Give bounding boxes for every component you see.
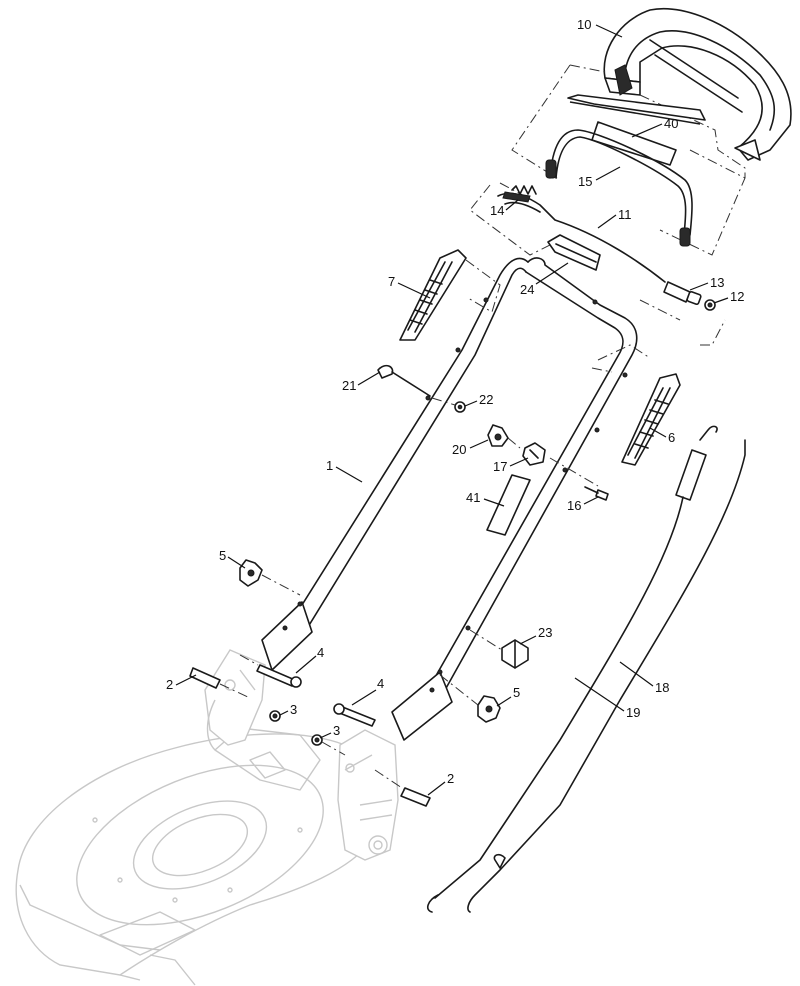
svg-text:5: 5 <box>219 548 226 563</box>
svg-text:3: 3 <box>333 723 340 738</box>
svg-text:13: 13 <box>710 275 724 290</box>
callout-15: 15 <box>578 166 621 189</box>
svg-text:15: 15 <box>578 174 592 189</box>
svg-text:5: 5 <box>513 685 520 700</box>
cable-retainer <box>522 442 546 466</box>
connector-clip <box>704 299 716 311</box>
svg-text:3: 3 <box>290 702 297 717</box>
callout-5-upper: 5 <box>219 548 246 569</box>
callout-18: 18 <box>619 661 669 695</box>
handle-cover <box>547 234 601 271</box>
callout-2-left: 2 <box>166 674 197 692</box>
callout-5-lower: 5 <box>496 685 520 707</box>
control-rod <box>497 191 666 283</box>
callout-2-right: 2 <box>427 771 454 796</box>
svg-text:6: 6 <box>668 430 675 445</box>
bail-handle <box>603 8 792 161</box>
svg-text:22: 22 <box>479 392 493 407</box>
svg-text:23: 23 <box>538 625 552 640</box>
grip-pad <box>567 94 706 125</box>
right-handle-bracket <box>337 729 399 861</box>
svg-text:24: 24 <box>520 282 534 297</box>
callout-20: 20 <box>452 439 489 457</box>
svg-text:40: 40 <box>664 116 678 131</box>
cable-guide-right <box>591 344 681 466</box>
control-cable-long <box>467 439 746 913</box>
callout-13: 13 <box>689 275 724 291</box>
callout-23: 23 <box>519 625 552 645</box>
callout-17: 17 <box>493 457 529 474</box>
svg-text:20: 20 <box>452 442 466 457</box>
svg-text:41: 41 <box>466 490 480 505</box>
callout-6: 6 <box>649 427 675 445</box>
callout-7: 7 <box>388 274 431 299</box>
callout-14: 14 <box>490 199 519 218</box>
svg-text:2: 2 <box>166 677 173 692</box>
callout-4-left: 4 <box>295 645 324 674</box>
svg-text:16: 16 <box>567 498 581 513</box>
handle-sleeve <box>486 474 531 536</box>
callout-41: 41 <box>466 490 505 507</box>
cable-connector <box>663 281 702 305</box>
handle-knob-left <box>239 559 301 596</box>
svg-text:14: 14 <box>490 203 504 218</box>
svg-text:21: 21 <box>342 378 356 393</box>
callout-3-left: 3 <box>279 702 297 717</box>
control-cable-short <box>426 425 718 913</box>
cable-guide-left <box>399 249 501 341</box>
svg-text:19: 19 <box>626 705 640 720</box>
callout-11: 11 <box>597 207 632 229</box>
cable-clip <box>377 364 431 397</box>
callout-21: 21 <box>342 371 381 393</box>
bolt-right <box>333 703 376 727</box>
svg-text:10: 10 <box>577 17 591 32</box>
control-bail <box>545 129 693 247</box>
lower-handle <box>261 257 638 741</box>
nut-left <box>269 710 281 722</box>
svg-text:12: 12 <box>730 289 744 304</box>
callouts: 10 40 15 11 14 24 7 13 12 21 22 20 6 17 … <box>166 17 744 796</box>
svg-text:4: 4 <box>377 676 384 691</box>
knob-small <box>487 424 599 487</box>
callout-24: 24 <box>520 262 569 297</box>
handle-knob-right <box>439 674 501 723</box>
left-handle-bracket <box>204 649 266 751</box>
callout-40: 40 <box>631 116 678 138</box>
svg-text:17: 17 <box>493 459 507 474</box>
callout-10: 10 <box>577 17 623 38</box>
handle-screw <box>584 486 609 501</box>
pin-left <box>189 667 251 699</box>
callout-19: 19 <box>574 677 640 720</box>
callout-22: 22 <box>464 392 493 407</box>
callout-1: 1 <box>326 458 363 483</box>
spring <box>511 185 537 195</box>
callout-4-right: 4 <box>351 676 384 706</box>
svg-text:7: 7 <box>388 274 395 289</box>
svg-text:11: 11 <box>618 207 632 222</box>
callout-16: 16 <box>567 496 599 513</box>
svg-text:4: 4 <box>317 645 324 660</box>
svg-text:1: 1 <box>326 458 333 473</box>
bolt-left <box>239 654 302 688</box>
small-nut <box>431 397 466 413</box>
height-adjuster <box>469 629 529 669</box>
mower-deck <box>15 727 373 986</box>
callout-3-right: 3 <box>319 723 340 739</box>
callout-12: 12 <box>713 289 744 304</box>
pin-right <box>374 769 431 807</box>
svg-text:2: 2 <box>447 771 454 786</box>
svg-text:18: 18 <box>655 680 669 695</box>
nut-right <box>311 734 346 756</box>
